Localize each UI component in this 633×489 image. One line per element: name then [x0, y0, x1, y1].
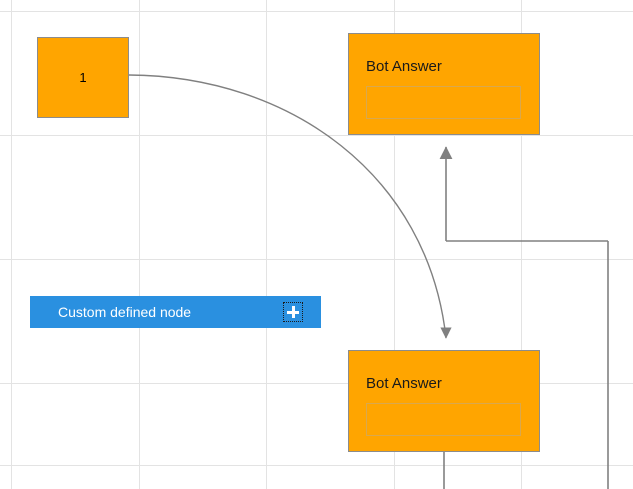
node-bot-answer-bottom-title: Bot Answer [366, 375, 442, 392]
node-bot-answer-bottom-slot[interactable] [366, 403, 521, 436]
node-bot-answer-top-slot[interactable] [366, 86, 521, 119]
plus-glyph [287, 306, 299, 318]
plus-icon[interactable] [283, 302, 303, 322]
node-start[interactable]: 1 [37, 37, 129, 118]
custom-defined-node-bar[interactable]: Custom defined node [30, 296, 321, 328]
node-bot-answer-top-title: Bot Answer [366, 58, 442, 75]
node-bot-answer-bottom[interactable]: Bot Answer [348, 350, 540, 452]
node-bot-answer-top[interactable]: Bot Answer [348, 33, 540, 135]
custom-defined-node-label: Custom defined node [58, 304, 192, 320]
node-start-label: 1 [79, 70, 87, 85]
